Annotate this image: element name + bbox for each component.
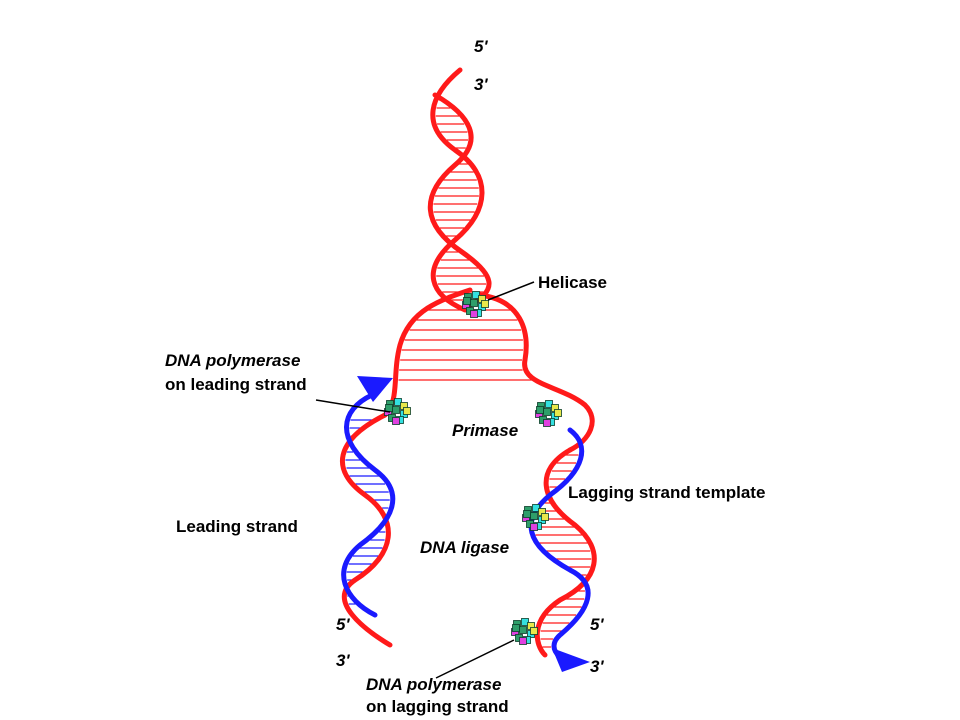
enzyme-subunit [554, 409, 562, 417]
pol-lagging-leader-line [435, 639, 515, 679]
lagging-strand-arrowhead [552, 648, 590, 672]
enzyme-subunit [392, 417, 400, 425]
helicase-leader-line [487, 281, 535, 301]
enzyme-subunit [530, 523, 538, 531]
enzyme-subunit [543, 408, 551, 416]
left-5prime-label: 5' [336, 615, 350, 634]
leading-strand-label: Leading strand [176, 517, 298, 536]
enzyme-subunit [394, 398, 402, 406]
right-5prime-label: 5' [590, 615, 604, 634]
enzyme-subunit [521, 618, 529, 626]
enzyme-subunit [403, 407, 411, 415]
enzyme-subunit [545, 400, 553, 408]
pol-lagging-label-line1: DNA polymerase [366, 675, 501, 694]
pol-lagging-label-line2: on lagging strand [366, 697, 509, 716]
enzyme-subunit [512, 624, 520, 632]
dna-polymerase-leading-icon [384, 398, 411, 425]
dna-polymerase-lagging-icon [511, 618, 538, 645]
left-3prime-label: 3' [336, 651, 350, 670]
leading-helix-rungs [345, 419, 390, 605]
pol-leading-label-line1: DNA polymerase [165, 351, 300, 370]
enzyme-subunit [543, 419, 551, 427]
parent-helix-rungs [398, 99, 533, 381]
lagging-new-strand [528, 427, 591, 660]
lagging-template-label: Lagging strand template [568, 483, 765, 502]
lagging-template-strand [534, 447, 597, 658]
enzyme-subunit [530, 627, 538, 635]
helicase-label: Helicase [538, 273, 607, 292]
enzyme-subunit [470, 299, 478, 307]
pol-leading-label-line2: on leading strand [165, 375, 307, 394]
enzyme-subunit [519, 626, 527, 634]
enzyme-subunit [472, 291, 480, 299]
dna-ligase-enzyme-icon [522, 504, 549, 531]
right-3prime-label: 3' [590, 657, 604, 676]
enzyme-subunit [463, 297, 471, 305]
enzyme-subunit [392, 406, 400, 414]
enzyme-subunit [536, 406, 544, 414]
parent-strand-a [430, 67, 485, 313]
parent-strand-b [427, 92, 492, 308]
enzyme-subunit [532, 504, 540, 512]
primase-enzyme-icon [535, 400, 562, 427]
top-5prime-label: 5' [474, 37, 488, 56]
enzyme-subunit [470, 310, 478, 318]
pol-leading-leader-line [315, 399, 391, 413]
enzyme-subunit [530, 512, 538, 520]
enzyme-subunit [385, 404, 393, 412]
enzyme-subunit [519, 637, 527, 645]
top-3prime-label: 3' [474, 75, 488, 94]
enzyme-subunit [481, 300, 489, 308]
leading-strand-arrowhead [357, 376, 393, 402]
leading-template-strand [339, 412, 393, 648]
enzyme-subunit [541, 513, 549, 521]
helicase-enzyme-icon [462, 291, 489, 318]
leading-new-strand [341, 392, 396, 618]
enzyme-subunit [523, 510, 531, 518]
fork-left-template-strand [382, 287, 473, 418]
dna-ligase-label: DNA ligase [420, 538, 509, 557]
primase-label: Primase [452, 421, 518, 440]
fork-right-template-strand [477, 292, 595, 453]
